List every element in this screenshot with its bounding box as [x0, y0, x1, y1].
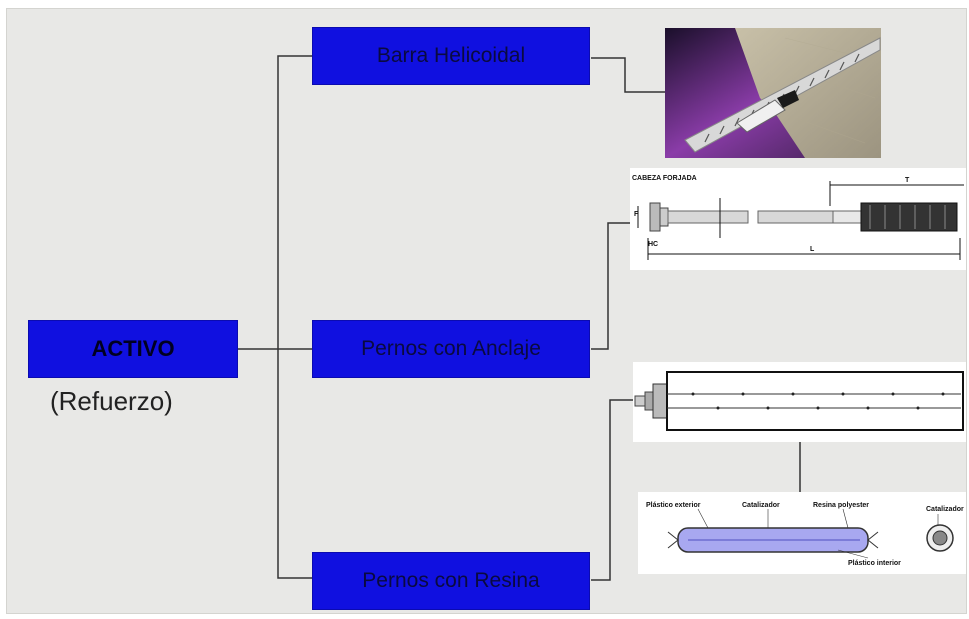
barra-helicoidal-label: Barra Helicoidal	[376, 44, 526, 67]
anchor-bolt-drawing: CABEZA FORJADA T F HC L	[630, 168, 966, 270]
capsule-label-1: Plástico exterior	[646, 502, 701, 509]
dim-f: F	[634, 211, 639, 218]
dim-t: T	[905, 177, 910, 184]
activo-label: ACTIVO	[91, 336, 175, 361]
resin-capsule-drawing: Plástico exterior Catalizador Resina pol…	[638, 492, 966, 574]
capsule-label-5: Plástico interior	[848, 560, 901, 567]
helicoidal-bar-image	[665, 28, 881, 158]
barra-helicoidal-box: Barra Helicoidal	[312, 27, 590, 85]
pernos-anclaje-box: Pernos con Anclaje	[312, 320, 590, 378]
capsule-label-2: Catalizador	[742, 502, 780, 509]
refuerzo-sublabel: (Refuerzo)	[50, 386, 173, 416]
pernos-anclaje-label: Pernos con Anclaje	[361, 337, 541, 360]
capsule-label-3: Resina polyester	[813, 502, 869, 509]
dim-hc: HC	[648, 241, 658, 248]
capsule-label-4: Catalizador	[926, 506, 964, 513]
resin-bolt-drawing	[633, 362, 966, 442]
head-label: CABEZA FORJADA	[632, 175, 697, 182]
pernos-resina-box: Pernos con Resina	[312, 552, 590, 610]
activo-box: ACTIVO	[28, 320, 238, 378]
dim-l: L	[810, 246, 815, 253]
pernos-resina-label: Pernos con Resina	[362, 569, 540, 592]
